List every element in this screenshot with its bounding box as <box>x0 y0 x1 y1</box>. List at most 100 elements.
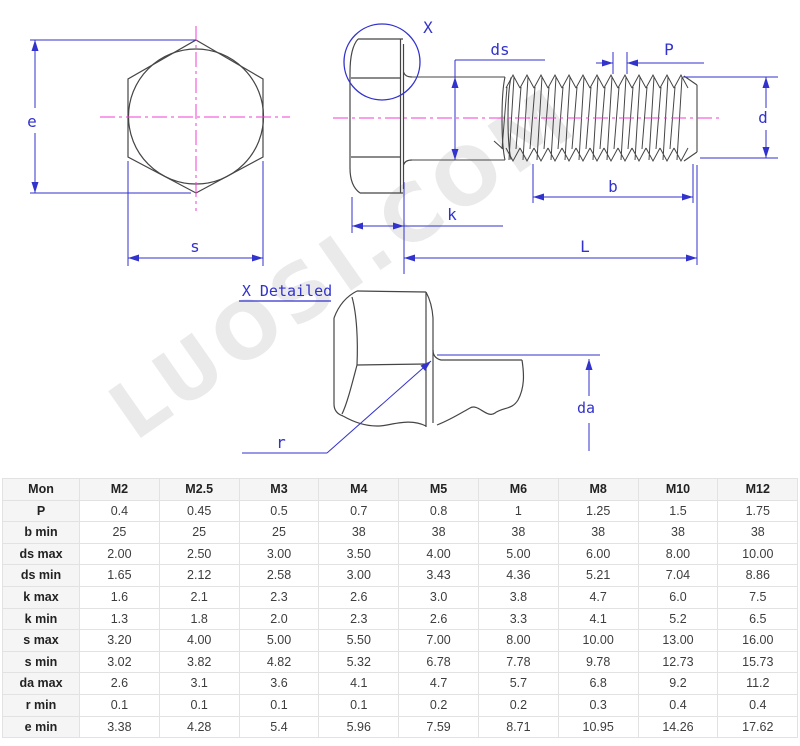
label-ds: ds <box>490 40 509 59</box>
cell: 10.00 <box>557 629 639 652</box>
cell: 4.36 <box>477 564 559 587</box>
cell: 3.20 <box>79 629 160 652</box>
cell: 8.86 <box>717 564 799 587</box>
cell: 4.1 <box>318 672 400 695</box>
cell: 10.00 <box>717 542 799 566</box>
cell: 0.1 <box>238 693 320 717</box>
cell: 9.2 <box>637 672 719 695</box>
cell: 4.1 <box>557 607 639 631</box>
cell: 1.3 <box>79 607 160 631</box>
cell: 5.96 <box>318 715 400 739</box>
label-d: d <box>758 108 768 127</box>
cell: 3.82 <box>158 650 240 674</box>
cell: 3.02 <box>79 650 160 674</box>
cell: 9.78 <box>557 650 639 674</box>
x-detailed-view: X Detailed r da <box>239 282 600 454</box>
cell: 0.4 <box>637 693 719 717</box>
cell: 4.82 <box>238 650 320 674</box>
cell: 11.2 <box>717 672 799 695</box>
cell: 0.7 <box>318 499 400 523</box>
cell: 4.7 <box>557 585 639 609</box>
cell: 6.00 <box>557 542 639 566</box>
bolt-side-view: X ds P d b <box>333 18 778 274</box>
cell: 5.4 <box>238 715 320 739</box>
cell: 4.00 <box>158 629 240 652</box>
label-r: r <box>276 433 286 452</box>
cell: 3.1 <box>158 672 240 695</box>
row-label: P <box>2 499 80 523</box>
cell: 0.4 <box>717 693 799 717</box>
cell: 38 <box>637 521 719 544</box>
cell: 2.3 <box>318 607 400 631</box>
cell: 3.0 <box>398 585 479 609</box>
detail-circle-x <box>343 23 421 101</box>
label-da: da <box>577 399 595 417</box>
cell: 7.78 <box>477 650 559 674</box>
row-label: s max <box>2 629 80 652</box>
cell: 8.00 <box>637 542 719 566</box>
column-header: M2.5 <box>158 478 240 501</box>
cell: 3.00 <box>318 564 400 587</box>
cell: 2.0 <box>238 607 320 631</box>
cell: 3.3 <box>477 607 559 631</box>
cell: 0.2 <box>398 693 479 717</box>
dimension-ds <box>451 59 545 160</box>
cell: 38 <box>717 521 799 544</box>
row-label: k max <box>2 585 80 609</box>
column-header: M2 <box>79 478 160 501</box>
cell: 0.1 <box>158 693 240 717</box>
cell: 7.04 <box>637 564 719 587</box>
cell: 4.7 <box>398 672 479 695</box>
cell: 7.59 <box>398 715 479 739</box>
cell: 3.6 <box>238 672 320 695</box>
cell: 14.26 <box>637 715 719 739</box>
cell: 0.3 <box>557 693 639 717</box>
dimension-da <box>437 354 600 451</box>
hex-head-front-view: e s <box>27 26 290 266</box>
cell: 5.2 <box>637 607 719 631</box>
dimension-l <box>404 165 698 265</box>
row-label: e min <box>2 715 80 739</box>
row-label: k min <box>2 607 80 631</box>
column-header: Mon <box>2 478 80 501</box>
cell: 6.78 <box>398 650 479 674</box>
cell: 2.12 <box>158 564 240 587</box>
cell: 8.71 <box>477 715 559 739</box>
dimension-r <box>242 360 432 454</box>
cell: 5.7 <box>477 672 559 695</box>
cell: 1.65 <box>79 564 160 587</box>
cell: 38 <box>557 521 639 544</box>
cell: 5.32 <box>318 650 400 674</box>
column-header: M12 <box>717 478 799 501</box>
dimension-s <box>127 161 264 266</box>
label-p: P <box>664 40 674 59</box>
cell: 38 <box>477 521 559 544</box>
technical-drawing-area: LUOSI.COM e s <box>27 18 778 458</box>
column-header: M10 <box>637 478 719 501</box>
cell: 4.28 <box>158 715 240 739</box>
cell: 10.95 <box>557 715 639 739</box>
cell: 7.00 <box>398 629 479 652</box>
cell: 2.58 <box>238 564 320 587</box>
label-e: e <box>27 112 37 131</box>
cell: 1.75 <box>717 499 799 523</box>
cell: 6.0 <box>637 585 719 609</box>
cell: 4.00 <box>398 542 479 566</box>
cell: 0.5 <box>238 499 320 523</box>
column-header: M6 <box>477 478 559 501</box>
column-header: M3 <box>238 478 320 501</box>
cell: 15.73 <box>717 650 799 674</box>
cell: 1.5 <box>637 499 719 523</box>
row-label: da max <box>2 672 80 695</box>
cell: 0.2 <box>477 693 559 717</box>
cell: 16.00 <box>717 629 799 652</box>
cell: 25 <box>238 521 320 544</box>
